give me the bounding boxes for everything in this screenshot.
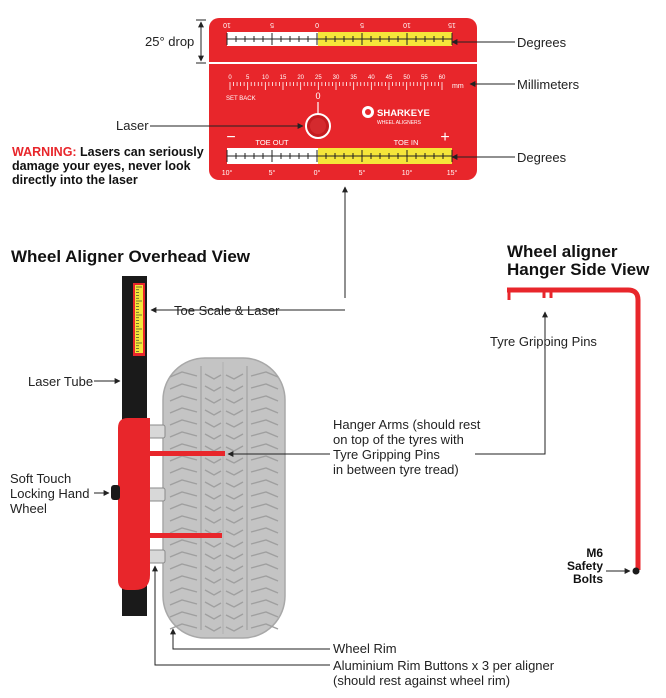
mm-label: 10 [262,75,269,81]
hanger-arms-line3: Tyre Gripping Pins [333,447,440,462]
top-scale-label: 5 [360,21,364,28]
plus-sign: + [440,129,449,146]
toe-in-label: TOE IN [394,138,419,147]
hanger-arm-lower [150,533,222,538]
hanger-arms-line1: Hanger Arms (should rest [333,417,481,432]
rim-buttons-line2: (should rest against wheel rim) [333,673,511,688]
mm-unit-label: mm [452,83,464,90]
degrees-bottom-label: Degrees [517,150,567,165]
toe-scale-laser-label: Toe Scale & Laser [174,303,280,318]
drop-bracket [196,19,206,64]
degrees-top-label: Degrees [517,35,567,50]
panel-body [209,18,477,180]
hanger-arms-line4: in between tyre tread) [333,462,459,477]
locking-hand-wheel [111,485,120,500]
mm-label: 60 [439,75,446,81]
laser-tube-label: Laser Tube [28,374,94,389]
soft-touch-line3: Wheel [10,501,47,516]
mm-scale-labels: 0 5 10 15 20 25 30 35 40 45 50 55 60 [228,75,446,81]
bottom-scale-label: 0° [314,169,321,177]
millimeters-label: Millimeters [517,77,580,92]
laser-label: Laser [116,118,149,133]
rim-buttons-line1: Aluminium Rim Buttons x 3 per aligner [333,658,555,673]
wheel-rim-label: Wheel Rim [333,641,397,656]
drop-label: 25° drop [145,34,195,49]
warning-text: WARNING: Lasers can seriously damage you… [12,145,204,187]
bottom-scale-labels: 10° 5° 0° 5° 10° 15° [222,169,458,177]
brand-logo: SHARKEYE WHEEL ALIGNERS [362,106,430,126]
mm-label: 55 [421,75,428,81]
toe-out-label: TOE OUT [255,138,289,147]
top-scale-label: 10 [223,21,231,28]
mm-label: 25 [315,75,322,81]
hanger-arm-upper [150,451,225,456]
safety-bolt [632,567,640,575]
hanger-arms-line2: on top of the tyres with [333,432,464,447]
mm-label: 0 [228,75,232,81]
minus-sign: − [226,129,235,146]
bottom-scale-label: 15° [447,169,458,177]
m6-line1: M6 [586,546,603,560]
mm-label: 15 [280,75,287,81]
top-scale-labels: 10 5 0 5 10 15 [223,21,456,28]
side-title-line1: Wheel aligner [507,242,618,261]
brand-name: SHARKEYE [377,108,430,119]
soft-touch-line1: Soft Touch [10,471,72,486]
leader-rim-buttons [152,565,330,666]
bottom-scale-label: 10° [402,169,413,177]
brand-sub: WHEEL ALIGNERS [377,120,422,126]
bottom-scale-label: 5° [359,169,366,177]
top-scale-label: 15 [448,21,456,28]
hanger-body [118,418,150,590]
m6-safety-bolts-label: M6 Safety Bolts [556,547,603,586]
mm-label: 40 [368,75,375,81]
side-hanger-frame [507,287,641,570]
leader-gripping-pins [475,311,548,455]
m6-line2: Safety [566,559,603,573]
mm-scale-ticks [229,82,443,90]
side-title-line2: Hanger Side View [507,260,650,279]
laser-lens-inner [310,118,326,134]
leader-wheel-rim [170,628,330,650]
bottom-scale-label: 10° [222,169,233,177]
mm-label: 20 [297,75,304,81]
warning-prefix: WARNING: [12,145,77,159]
top-scale-label: 5 [270,21,274,28]
mm-label: 45 [386,75,393,81]
mm-label: 50 [403,75,410,81]
bottom-scale-label: 5° [269,169,276,177]
tyre-gripping-pins-label: Tyre Gripping Pins [490,334,597,349]
mm-label: 30 [333,75,340,81]
soft-touch-line2: Locking Hand [10,486,90,501]
warning-rest: Lasers can seriously damage your eyes, n… [12,145,204,187]
tyre-body [162,357,286,639]
mm-label: 5 [246,75,250,81]
bottom-scale-ticks [226,150,453,162]
m6-line3: Bolts [573,572,603,586]
tyre [162,357,286,639]
top-scale-label: 0 [315,21,319,28]
top-scale-ticks [226,33,453,45]
overhead-title: Wheel Aligner Overhead View [11,247,251,266]
overhead-view [111,276,286,639]
side-view [507,287,641,575]
zero-label: 0 [315,91,320,101]
top-scale-label: 10 [403,21,411,28]
set-back-label: SET BACK [226,96,256,102]
mm-label: 35 [350,75,357,81]
